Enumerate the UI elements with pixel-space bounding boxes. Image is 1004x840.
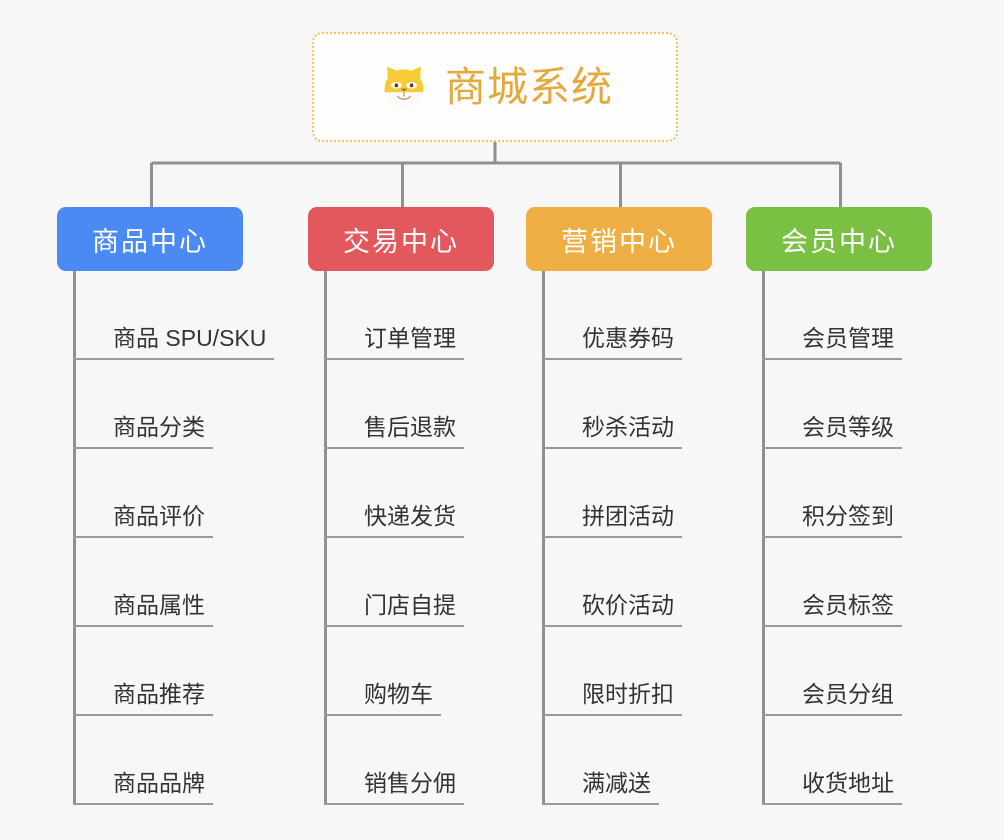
leaf-label: 购物车 (356, 681, 441, 716)
leaf-label: 商品属性 (105, 592, 213, 627)
leaf-connector-rule (542, 536, 582, 538)
list-item[interactable]: 秒杀活动 (542, 360, 682, 449)
leaf-label: 秒杀活动 (574, 414, 682, 449)
leaf-connector-rule (542, 447, 582, 449)
list-item[interactable]: 满减送 (542, 716, 682, 805)
list-item[interactable]: 售后退款 (324, 360, 464, 449)
list-item[interactable]: 限时折扣 (542, 627, 682, 716)
leaf-connector-rule (324, 803, 364, 805)
leaf-connector-rule (324, 625, 364, 627)
list-item[interactable]: 会员标签 (762, 538, 902, 627)
list-item[interactable]: 积分签到 (762, 449, 902, 538)
leaf-connector-rule (73, 714, 113, 716)
leaf-list-member: 会员管理 会员等级 积分签到 会员标签 会员分组 收货地址 (762, 271, 902, 805)
leaf-connector-rule (542, 625, 582, 627)
leaf-label: 会员标签 (794, 592, 902, 627)
branch-head-label: 会员中心 (781, 226, 897, 257)
list-item[interactable]: 商品分类 (73, 360, 274, 449)
branch-spine (542, 271, 545, 805)
list-item[interactable]: 商品品牌 (73, 716, 274, 805)
leaf-label: 拼团活动 (574, 503, 682, 538)
leaf-connector-rule (762, 358, 802, 360)
leaf-label: 销售分佣 (356, 770, 464, 805)
list-item[interactable]: 销售分佣 (324, 716, 464, 805)
leaf-connector-rule (73, 803, 113, 805)
shiba-dog-emoji (384, 66, 424, 109)
leaf-label: 商品分类 (105, 414, 213, 449)
leaf-label: 商品 SPU/SKU (105, 325, 275, 360)
leaf-label: 优惠券码 (574, 325, 682, 360)
leaf-label: 砍价活动 (574, 592, 682, 627)
leaf-connector-rule (324, 447, 364, 449)
leaf-label: 商品推荐 (105, 681, 213, 716)
leaf-connector-rule (542, 358, 582, 360)
leaf-label: 门店自提 (356, 592, 464, 627)
leaf-label: 商品评价 (105, 503, 213, 538)
leaf-connector-rule (542, 803, 582, 805)
list-item[interactable]: 快递发货 (324, 449, 464, 538)
leaf-label: 商品品牌 (105, 770, 213, 805)
leaf-label: 满减送 (574, 770, 659, 805)
leaf-connector-rule (73, 358, 113, 360)
branch-head-member[interactable]: 会员中心 (746, 207, 932, 271)
branch-head-trade[interactable]: 交易中心 (308, 207, 494, 271)
leaf-label: 积分签到 (794, 503, 902, 538)
leaf-list-trade: 订单管理 售后退款 快递发货 门店自提 购物车 销售分佣 (324, 271, 464, 805)
branch-head-label: 交易中心 (343, 226, 459, 257)
leaf-connector-rule (73, 536, 113, 538)
leaf-connector-rule (73, 625, 113, 627)
leaf-connector-rule (324, 358, 364, 360)
branch-spine (73, 271, 76, 805)
branch-head-marketing[interactable]: 营销中心 (526, 207, 712, 271)
leaf-label: 会员管理 (794, 325, 902, 360)
branch-head-product[interactable]: 商品中心 (57, 207, 243, 271)
list-item[interactable]: 拼团活动 (542, 449, 682, 538)
leaf-connector-rule (762, 803, 802, 805)
leaf-label: 售后退款 (356, 414, 464, 449)
leaf-label: 订单管理 (356, 325, 464, 360)
list-item[interactable]: 门店自提 (324, 538, 464, 627)
list-item[interactable]: 商品评价 (73, 449, 274, 538)
leaf-list-marketing: 优惠券码 秒杀活动 拼团活动 砍价活动 限时折扣 满减送 (542, 271, 682, 805)
leaf-connector-rule (762, 447, 802, 449)
list-item[interactable]: 订单管理 (324, 271, 464, 360)
root-node[interactable]: 商城系统 (312, 32, 678, 142)
root-title: 商城系统 (445, 63, 613, 110)
branch-head-label: 营销中心 (561, 226, 677, 257)
leaf-connector-rule (762, 536, 802, 538)
list-item[interactable]: 商品属性 (73, 538, 274, 627)
leaf-list-product: 商品 SPU/SKU 商品分类 商品评价 商品属性 商品推荐 商品品牌 (73, 271, 275, 805)
leaf-connector-rule (324, 536, 364, 538)
leaf-connector-rule (762, 625, 802, 627)
leaf-label: 收货地址 (794, 770, 902, 805)
leaf-label: 快递发货 (356, 503, 464, 538)
list-item[interactable]: 会员管理 (762, 271, 902, 360)
leaf-label: 会员分组 (794, 681, 902, 716)
list-item[interactable]: 收货地址 (762, 716, 902, 805)
list-item[interactable]: 商品推荐 (73, 627, 274, 716)
list-item[interactable]: 优惠券码 (542, 271, 682, 360)
branch-spine (762, 271, 765, 805)
leaf-connector-rule (542, 714, 582, 716)
branch-head-label: 商品中心 (92, 226, 208, 257)
leaf-connector-rule (762, 714, 802, 716)
list-item[interactable]: 砍价活动 (542, 538, 682, 627)
list-item[interactable]: 购物车 (324, 627, 464, 716)
leaf-label: 会员等级 (794, 414, 902, 449)
list-item[interactable]: 会员分组 (762, 627, 902, 716)
leaf-connector-rule (324, 714, 364, 716)
list-item[interactable]: 商品 SPU/SKU (73, 271, 275, 360)
list-item[interactable]: 会员等级 (762, 360, 902, 449)
branch-spine (324, 271, 327, 805)
leaf-connector-rule (73, 447, 113, 449)
leaf-label: 限时折扣 (574, 681, 682, 716)
